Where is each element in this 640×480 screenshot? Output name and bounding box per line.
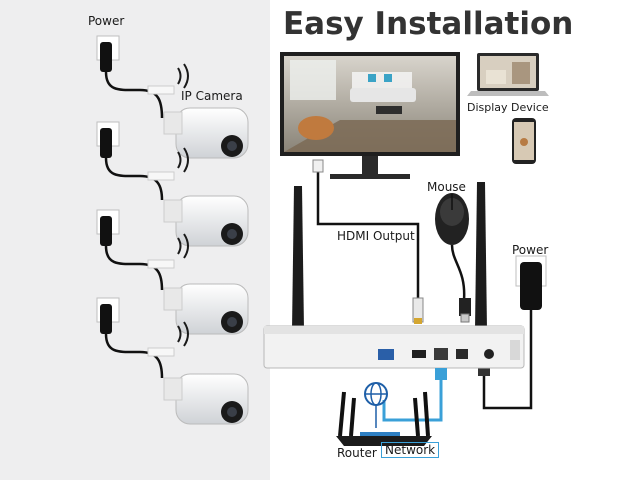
camera-group-3 — [96, 209, 249, 335]
power-cable — [482, 310, 533, 410]
camera-mount — [147, 347, 175, 357]
display-device-label: Display Device — [467, 101, 549, 114]
wifi-signal-icon — [177, 233, 189, 259]
mouse-cable — [450, 244, 466, 301]
power-cable — [104, 333, 164, 379]
power-label-right: Power — [512, 243, 549, 257]
router-icon — [336, 391, 432, 446]
camera-icon — [163, 283, 249, 335]
vga-port — [378, 349, 394, 360]
hdmi-output-label: HDMI Output — [337, 229, 415, 243]
usb-port — [456, 349, 468, 359]
wifi-signal-icon — [177, 63, 189, 89]
power-cable — [104, 71, 164, 119]
phone-icon — [512, 118, 536, 164]
network-label: Network — [381, 442, 440, 458]
camera-group-4 — [96, 297, 249, 425]
nvr-icon — [263, 182, 525, 369]
camera-icon — [163, 195, 249, 247]
mouse-icon — [435, 193, 469, 245]
power-port — [484, 349, 494, 359]
power-label-left: Power — [88, 14, 125, 28]
rj45-plug — [435, 368, 447, 380]
router-label: Router — [337, 446, 377, 460]
wifi-signal-icon — [177, 321, 189, 347]
power-adapter-icon — [100, 42, 112, 72]
wifi-signal-icon — [177, 147, 189, 173]
lan-port — [434, 348, 448, 360]
hdmi-port — [412, 350, 426, 358]
hdmi-cable — [316, 168, 420, 300]
power-adapter-icon — [100, 128, 112, 158]
globe-icon — [364, 382, 388, 428]
mouse-label: Mouse — [427, 180, 466, 194]
laptop-icon — [467, 53, 549, 96]
hdmi-plug-tip — [414, 318, 422, 324]
monitor-icon — [280, 52, 460, 179]
camera-group-2 — [96, 121, 249, 247]
camera-icon — [163, 107, 249, 159]
camera-group-1 — [96, 35, 249, 159]
usb-plug — [459, 298, 471, 316]
network-cable — [382, 372, 443, 422]
usb-plug-tip — [460, 313, 470, 323]
power-adapter-icon — [515, 255, 547, 310]
power-cable — [104, 157, 164, 201]
camera-mount — [147, 259, 175, 269]
power-adapter-icon — [100, 216, 112, 246]
antenna-right — [475, 182, 487, 330]
camera-icon — [163, 373, 249, 425]
power-cable — [104, 245, 164, 291]
hdmi-plug — [312, 159, 324, 173]
page-title: Easy Installation — [283, 6, 574, 42]
ip-camera-label: IP Camera — [181, 89, 243, 103]
camera-mount — [147, 85, 175, 95]
antenna-left — [292, 186, 304, 330]
power-adapter-icon — [100, 304, 112, 334]
camera-mount — [147, 171, 175, 181]
